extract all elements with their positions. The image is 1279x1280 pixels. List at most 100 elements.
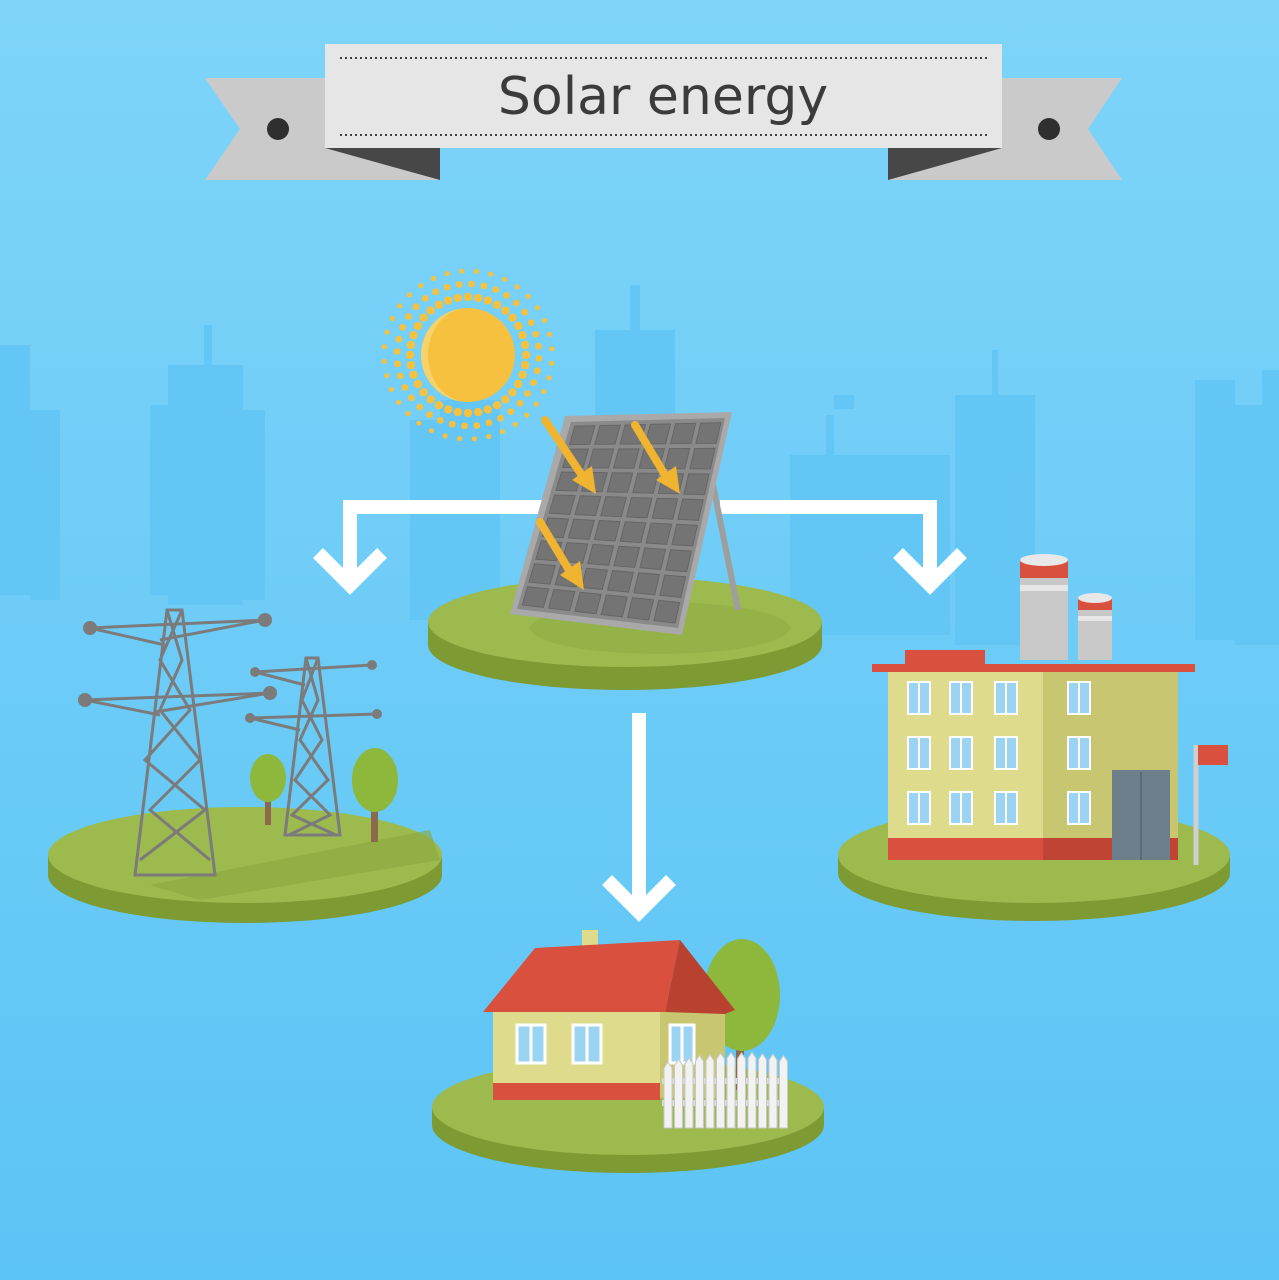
ribbon-fold-right — [888, 148, 1002, 180]
solar-cell — [567, 518, 595, 540]
sun-ray-dot — [508, 313, 517, 322]
sun-ray-dot — [428, 428, 435, 434]
sun-ray-dot — [406, 292, 412, 298]
fence — [662, 1051, 788, 1129]
solar-panel-cells — [521, 422, 722, 624]
arrow-head-house — [602, 875, 676, 922]
solar-cell — [521, 586, 550, 609]
fence-picket — [705, 1053, 715, 1129]
sun-ray-dot — [416, 403, 424, 411]
sun-ray-dot — [473, 293, 483, 303]
solar-cell — [639, 547, 667, 571]
sun-icon — [381, 268, 555, 442]
sun-ray-dot — [459, 268, 465, 274]
sun-ray-dot — [483, 405, 492, 414]
sun-ray-dot — [381, 358, 387, 364]
sun-ray-dot — [409, 331, 418, 340]
sun-ray-dot — [444, 296, 453, 305]
sun-ray-dot — [394, 360, 401, 368]
sun-ray-dot — [530, 379, 537, 386]
sun-ray-dot — [485, 419, 493, 427]
sun-ray-dot — [396, 399, 402, 405]
sun-ray-dot — [413, 379, 422, 389]
sun-ray-dot — [497, 414, 504, 422]
ribbon-fold-left — [325, 148, 440, 180]
sun-ray-dot — [473, 407, 483, 417]
sun-ray-dot — [381, 344, 387, 350]
sun-ray-dot — [453, 407, 463, 417]
sun-ray-dot — [399, 324, 406, 331]
sun-ray-dot — [520, 360, 530, 370]
sun-ray-dot — [471, 436, 477, 442]
sun-ray-dot — [492, 401, 502, 410]
sun-ray-dot — [426, 411, 433, 418]
sun-ray-dot — [501, 276, 508, 282]
sun-ray-dot — [524, 412, 530, 418]
sun-ray-dot — [473, 268, 479, 274]
sun-ray-dot — [534, 305, 541, 311]
sun-ray-dot — [514, 321, 523, 331]
sun-ray-dot — [463, 408, 473, 418]
sun-ray-dot — [389, 315, 395, 322]
solar-cell — [555, 471, 583, 492]
solar-cell — [659, 574, 687, 598]
solar-cell — [568, 425, 596, 446]
solar-cell — [600, 496, 628, 518]
solar-cell — [645, 522, 673, 545]
solar-cell — [653, 599, 681, 624]
sun-ray-dot — [503, 292, 510, 299]
sun-ray-dot — [468, 280, 475, 288]
sun-ray-dot — [401, 384, 409, 391]
solar-cell — [689, 447, 716, 470]
power-line-insulators — [78, 613, 382, 723]
solar-cell — [663, 447, 691, 470]
sun-ray-dot — [541, 388, 547, 395]
solar-cell — [671, 523, 698, 547]
sun-ray-dot — [397, 303, 403, 309]
solar-cell — [633, 572, 661, 596]
arrow-head-factory — [893, 548, 967, 595]
sun-ray-dot — [395, 335, 403, 343]
fence-picket — [726, 1051, 736, 1129]
solar-cell — [677, 498, 704, 521]
factory-windows — [907, 681, 1091, 825]
sun-ray-dot — [549, 346, 555, 352]
sun-ray-dot — [533, 367, 541, 375]
sun-ray-arrows — [536, 416, 680, 590]
solar-cell — [594, 424, 621, 445]
solar-cell — [547, 588, 576, 612]
solar-cell — [528, 563, 556, 585]
arrow-head-power-lines — [313, 548, 387, 595]
fence-picket — [768, 1053, 778, 1129]
sun-ray-dot — [453, 293, 463, 303]
arrow-to-power-lines — [343, 500, 545, 580]
power-line-tower-icon — [84, 608, 378, 877]
solar-cell — [587, 543, 615, 566]
ribbon-main — [325, 44, 1002, 148]
sun-ray-dot — [426, 306, 435, 315]
solar-cell — [548, 494, 576, 515]
sun-ray-dot — [524, 390, 531, 397]
sun-rays — [381, 268, 555, 442]
sun-ray-dot — [442, 433, 448, 439]
sun-ray-dot — [535, 355, 543, 362]
sun-ray-dot — [546, 375, 552, 381]
sun-ray-dot — [405, 313, 412, 320]
fence-picket — [674, 1058, 683, 1129]
sun-ray-dot — [480, 282, 488, 290]
sun-ray-dot — [413, 321, 422, 331]
fence-picket — [684, 1056, 694, 1129]
solar-cell — [683, 473, 710, 496]
sun-ray-dot — [443, 283, 451, 291]
solar-cell — [695, 422, 722, 444]
solar-cell — [665, 549, 693, 573]
solar-cell — [626, 597, 655, 621]
sun-ray-dot — [388, 386, 394, 393]
sun-ray-dot — [488, 271, 494, 277]
sun-ray-dot — [533, 401, 539, 407]
sun-ray-dot — [384, 373, 390, 379]
sun-ray-dot — [512, 299, 520, 307]
sun-ray-dot — [419, 388, 428, 397]
sun-ray-dot — [426, 395, 435, 404]
sun-ray-dot — [501, 306, 510, 315]
